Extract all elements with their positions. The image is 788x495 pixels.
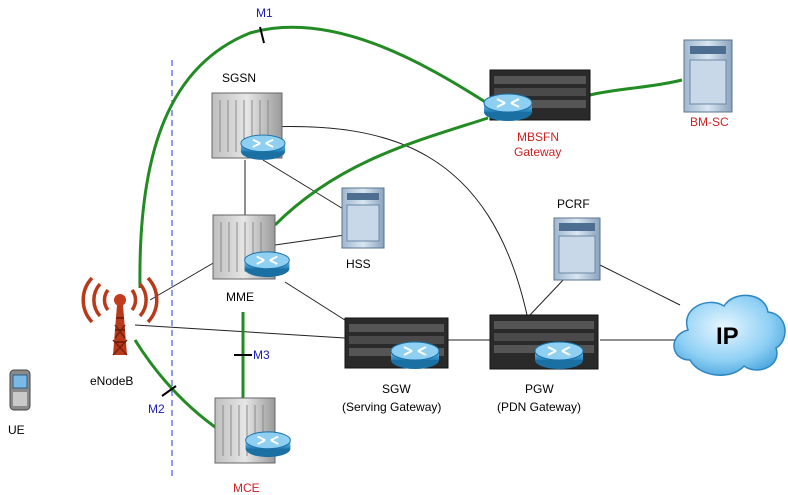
link-sgsn-hss — [262, 159, 346, 211]
bmsc-node: BM-SC — [683, 39, 733, 129]
m3-label: M3 — [253, 348, 270, 362]
sgw-node: SGW (Serving Gateway) — [342, 317, 449, 414]
m2-tick — [161, 385, 177, 397]
mme-node: MME — [212, 214, 291, 304]
pcrf-label: PCRF — [557, 197, 590, 211]
mbsfn-sublabel: Gateway — [514, 145, 561, 159]
mbsfn-label: MBSFN — [517, 130, 559, 144]
hss-label: HSS — [346, 257, 371, 271]
mce-node: MCE — [214, 397, 292, 495]
link-pgw-pcrf — [529, 277, 566, 316]
link-enodeb-mme — [149, 261, 216, 301]
ue-label: UE — [8, 423, 25, 437]
ue-node: UE — [8, 369, 31, 437]
m2-link — [133, 339, 223, 434]
mce-router-icon — [244, 430, 292, 458]
mce-chassis — [214, 397, 276, 464]
pgw-sublabel: (PDN Gateway) — [497, 400, 581, 414]
link-mbsfn-bmsc — [589, 78, 683, 97]
link-mme-hss — [274, 234, 346, 246]
links — [134, 126, 681, 341]
sgsn-node: SGSN — [211, 71, 286, 161]
sgw-router-icon — [390, 341, 440, 370]
m2-label: M2 — [148, 402, 165, 416]
link-pcrf-ip — [599, 264, 681, 306]
mme-router-icon — [243, 250, 291, 278]
mce-label: MCE — [233, 481, 260, 495]
hss-node: HSS — [341, 187, 385, 271]
sgsn-router-icon — [240, 134, 286, 161]
ip-label: IP — [716, 323, 739, 350]
enodeb-label: eNodeB — [90, 374, 133, 388]
sgsn-label: SGSN — [222, 71, 256, 85]
pcrf-node: PCRF — [553, 197, 601, 281]
mbsfn-router-icon — [483, 93, 533, 122]
link-sgsn-pgw — [264, 126, 528, 316]
link-mme-mbsfn — [273, 116, 489, 227]
enodeb-node: eNodeB — [81, 276, 159, 388]
mme-label: MME — [226, 290, 254, 304]
m1-link — [138, 25, 491, 289]
ip-cloud: IP — [673, 294, 786, 376]
link-mme-sgw — [284, 281, 349, 323]
pgw-node: PGW (PDN Gateway) — [489, 314, 599, 414]
mbsfn-gateway-node: MBSFN Gateway — [483, 69, 591, 159]
mobile-phone-icon — [9, 369, 31, 411]
m1-label: M1 — [256, 6, 273, 20]
cloud-icon — [673, 294, 786, 376]
sgw-sublabel: (Serving Gateway) — [342, 400, 441, 414]
cell-tower-icon — [81, 276, 159, 356]
sgw-label: SGW — [382, 382, 411, 396]
pgw-label: PGW — [525, 382, 554, 396]
mbms-links — [133, 25, 683, 434]
pgw-router-icon — [534, 341, 584, 370]
m1-tick — [259, 26, 265, 44]
link-enodeb-sgw — [134, 324, 346, 339]
bmsc-label: BM-SC — [690, 115, 729, 129]
